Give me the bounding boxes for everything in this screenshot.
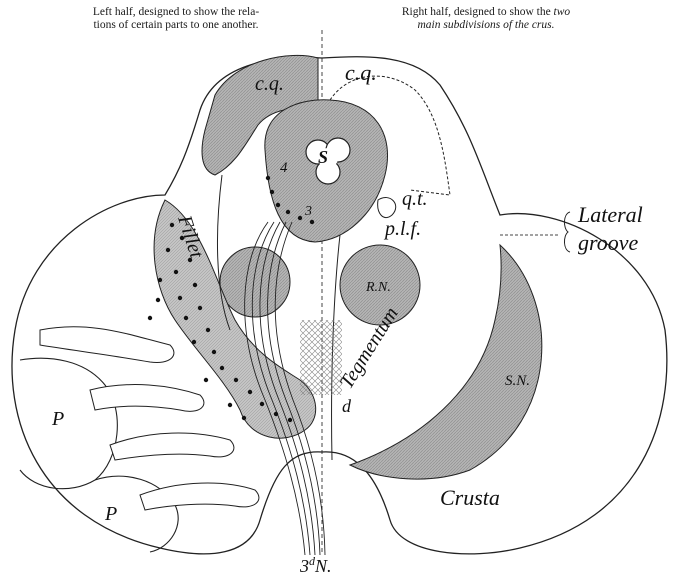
label-d: d — [342, 396, 352, 416]
label-crusta: Crusta — [440, 485, 500, 510]
label-plf: p.l.f. — [383, 218, 421, 240]
lateral-groove-brace — [564, 212, 570, 252]
decussation-d — [300, 320, 342, 395]
label-s: S — [318, 147, 328, 167]
label-four: 4 — [280, 160, 288, 176]
label-third-nerve-n: N. — [314, 556, 332, 576]
label-three: 3 — [304, 204, 312, 219]
label-third-nerve-3: 3 — [299, 556, 309, 576]
label-p-upper: P — [51, 408, 64, 430]
label-groove: groove — [578, 230, 639, 255]
label-lateral: Lateral — [577, 202, 643, 227]
label-qt: q.t. — [402, 188, 428, 210]
label-sn: S.N. — [505, 373, 530, 389]
label-third-nerve: 3dN. — [299, 554, 332, 576]
q-t-outline — [378, 198, 396, 218]
red-nucleus-left — [220, 247, 290, 317]
label-p-lower: P — [104, 503, 117, 525]
label-cq-left: c.q. — [255, 73, 284, 95]
label-rn: R.N. — [365, 280, 391, 295]
label-cq-right: c.q. — [345, 60, 377, 85]
